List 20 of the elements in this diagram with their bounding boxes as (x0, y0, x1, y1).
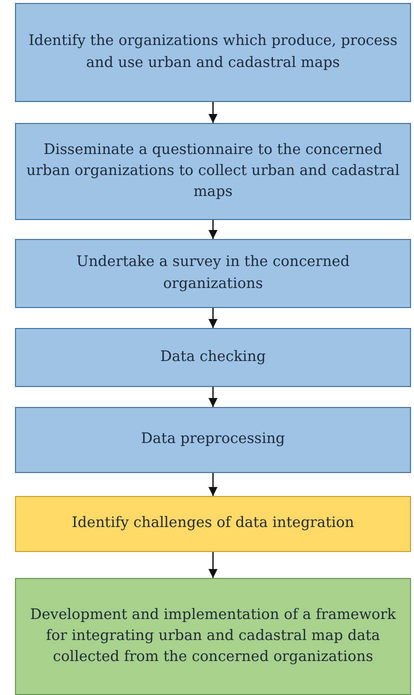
process-box (15, 3, 411, 102)
step-text: Data checking (160, 348, 266, 367)
arrow (208, 552, 218, 578)
step-text: Data preprocessing (141, 430, 285, 450)
process-box (15, 496, 411, 552)
arrow (208, 220, 218, 239)
step-text: Disseminate a questionnaire to the concerned urban organizations to collect urban and cadastral maps (26, 140, 400, 202)
step-text: Undertake a survey in the concerned organizations (75, 253, 351, 294)
process-box (15, 239, 411, 308)
step-text: Identify the organizations which produce, process and use urban and cadastral maps (28, 32, 398, 72)
arrow (208, 102, 218, 123)
step-text: Identify challenges of data integration (72, 514, 354, 534)
process-box (15, 578, 411, 695)
process-box (15, 328, 411, 387)
step-text: Development and implementation of a framework for integrating urban and cadastral map data collected from the concerned organizations (29, 606, 397, 667)
arrow (208, 473, 218, 496)
arrow (208, 387, 218, 407)
arrow (208, 308, 218, 328)
process-box (15, 407, 411, 473)
process-box (15, 123, 411, 220)
